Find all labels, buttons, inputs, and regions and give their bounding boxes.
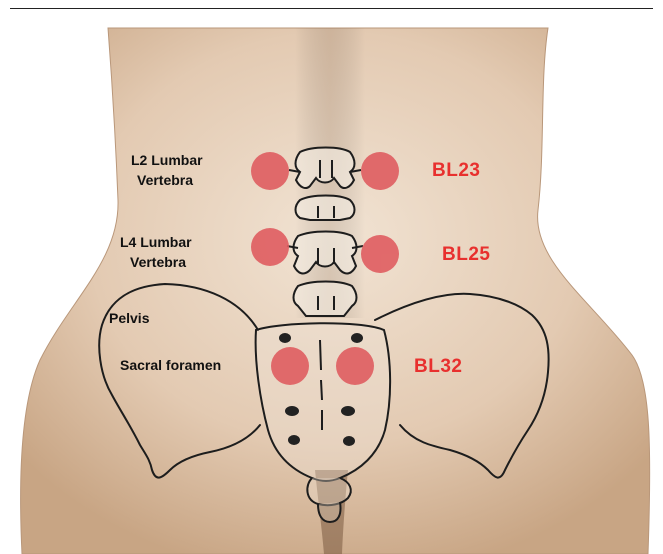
- acupoint-bl25-left: [251, 228, 289, 266]
- label-l4-lumbar: L4 Lumbar Vertebra: [120, 232, 192, 272]
- acupoint-bl23-left: [251, 152, 289, 190]
- vertebra-l3: [296, 196, 355, 221]
- point-bl23: BL23: [432, 160, 480, 182]
- label-pelvis: Pelvis: [109, 308, 149, 328]
- acupoint-bl23-right: [361, 152, 399, 190]
- point-bl25: BL25: [442, 244, 490, 266]
- label-l2-line2: Vertebra: [131, 170, 203, 190]
- acupoint-bl32-left: [271, 347, 309, 385]
- label-l4-line2: Vertebra: [120, 252, 192, 272]
- vertebra-l2: [289, 148, 361, 189]
- label-l2-line1: L2 Lumbar: [131, 150, 203, 170]
- vertebra-l4: [287, 232, 363, 274]
- label-l2-lumbar: L2 Lumbar Vertebra: [131, 150, 203, 190]
- acupoint-bl32-right: [336, 347, 374, 385]
- acupoint-bl25-right: [361, 235, 399, 273]
- vertebra-l5: [294, 282, 357, 317]
- point-bl32: BL32: [414, 356, 462, 378]
- label-sacral-foramen: Sacral foramen: [120, 355, 221, 375]
- label-l4-line1: L4 Lumbar: [120, 232, 192, 252]
